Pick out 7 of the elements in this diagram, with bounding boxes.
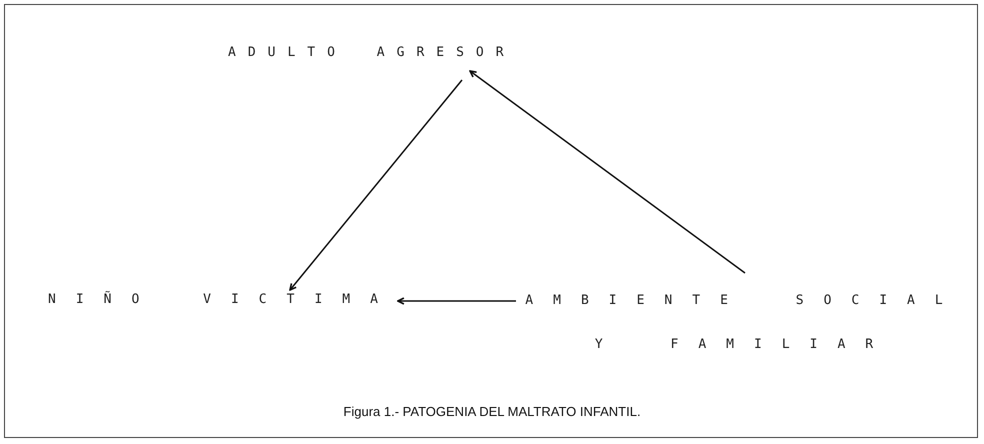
node-label: AMBIENTE SOCIAL Y FAMILIAR xyxy=(518,279,970,367)
node-label: ADULTO AGRESOR xyxy=(228,43,516,63)
node-label: NIÑO VICTIMA xyxy=(48,290,398,310)
arrow xyxy=(289,80,463,291)
arrow xyxy=(397,297,516,305)
figure-caption: Figura 1.- PATOGENIA DEL MALTRATO INFANTIL. xyxy=(342,404,642,419)
arrow xyxy=(469,70,746,274)
